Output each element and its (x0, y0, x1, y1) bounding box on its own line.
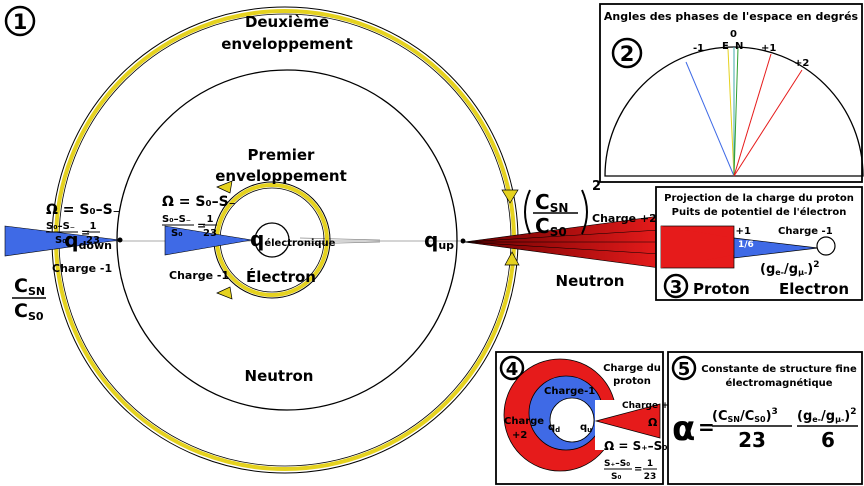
svg-text:Charge +1: Charge +1 (622, 401, 675, 411)
svg-text:CS0: CS0 (535, 214, 567, 239)
svg-text:CSN: CSN (14, 275, 45, 298)
svg-text:Charge -1: Charge -1 (778, 226, 833, 237)
svg-text:E: E (722, 41, 729, 52)
svg-text:=: = (698, 415, 715, 439)
charge-plus1-cone (594, 403, 661, 439)
badge-4: 4 (506, 359, 519, 380)
inner-envelope-label-2: enveloppement (215, 167, 347, 185)
svg-text:(ge-/gμ-)2: (ge-/gμ-)2 (797, 407, 857, 424)
outer-envelope-label-2: enveloppement (221, 35, 353, 53)
charge-minus1-mid: Charge -1 (169, 269, 229, 282)
svg-text:2: 2 (592, 179, 601, 194)
panel-2-title: Angles des phases de l'espace en degrés (604, 10, 859, 23)
half-circle (604, 46, 864, 177)
svg-text:23: 23 (738, 428, 766, 452)
svg-text:-1: -1 (693, 43, 704, 54)
panel-4-proton-charge: 4 Charge du proton Charge +1 Ω Charge-1 … (495, 351, 675, 485)
electron-tail-line (299, 237, 381, 241)
svg-text:=: = (197, 219, 206, 232)
panel-2-angles: 2 Angles des phases de l'espace en degré… (599, 3, 864, 183)
svg-text:N: N (735, 41, 743, 52)
svg-text:électromagnétique: électromagnétique (726, 377, 833, 389)
svg-text:Charge-1: Charge-1 (544, 386, 595, 397)
inner-envelope-label-1: Premier (248, 146, 316, 164)
svg-text:1/6: 1/6 (738, 240, 754, 250)
svg-text:+1: +1 (761, 43, 776, 54)
svg-text:Ω = S₀–S₋: Ω = S₀–S₋ (162, 194, 236, 210)
svg-text:Ω = S₀–S₋: Ω = S₀–S₋ (46, 202, 120, 218)
svg-text:S₀: S₀ (611, 472, 621, 482)
arrow-icon (504, 251, 520, 266)
electron-loop (254, 222, 290, 258)
svg-text:Ω: Ω (648, 416, 658, 429)
proton-label: Proton (693, 280, 750, 298)
badge-5: 5 (678, 359, 691, 380)
arrow-icon (216, 180, 233, 194)
svg-text:+2: +2 (512, 430, 527, 441)
svg-text:qd: qd (548, 422, 560, 434)
neutron-right-label: Neutron (556, 272, 625, 290)
svg-text:Projection de la charge du pro: Projection de la charge du proton (664, 193, 854, 204)
svg-text:Ω = S₊–S₀: Ω = S₊–S₀ (604, 439, 668, 453)
charge-minus1-cone-left (4, 225, 121, 257)
omega-formula-left: Ω = S₀–S₋ S₀–S₋ S₀ = 1 23 (46, 202, 120, 246)
alpha-symbol: α (672, 409, 695, 449)
omega-formula-mid: Ω = S₀–S₋ S₀–S₋ S₀ = 1 23 (162, 194, 236, 239)
charge-minus1-left: Charge -1 (52, 262, 112, 275)
csn-cs0-squared: CSN CS0 2 (524, 179, 601, 239)
svg-text:0: 0 (730, 29, 737, 40)
svg-text:=: = (634, 464, 642, 475)
badge-1: 1 (4, 5, 36, 37)
svg-text:Constante de structure fine: Constante de structure fine (701, 364, 857, 375)
svg-text:S₀: S₀ (55, 235, 67, 246)
electron-label-panel3: Electron (779, 280, 849, 298)
svg-text:S₊–S₀: S₊–S₀ (604, 459, 630, 469)
q-electronic-label: qélectronique (250, 227, 336, 251)
svg-text:1: 1 (647, 459, 653, 469)
svg-text:=: = (81, 226, 90, 239)
svg-text:S₀–S₋: S₀–S₋ (46, 221, 75, 232)
main-diagram: 1 Deuxième (4, 5, 661, 474)
q-down-label: qdown (64, 228, 112, 252)
badge-2: 2 (620, 42, 635, 66)
electron-well-cone (733, 237, 819, 259)
svg-text:Puits de potentiel de l'électr: Puits de potentiel de l'électron (672, 206, 847, 218)
svg-text:23: 23 (86, 235, 100, 246)
csn-cs0-fraction-left: CSN CS0 (12, 275, 46, 323)
svg-text:23: 23 (203, 228, 217, 239)
angle-line (685, 61, 735, 177)
svg-text:CS0: CS0 (14, 300, 44, 323)
electron-label: Électron (246, 267, 316, 286)
svg-text:S₀: S₀ (171, 228, 183, 239)
svg-text:CSN: CSN (535, 190, 568, 215)
arrow-icon (216, 286, 233, 300)
q-up-point (460, 238, 466, 244)
q-up-label: qup (424, 228, 454, 252)
svg-text:proton: proton (613, 376, 651, 387)
svg-text:1: 1 (13, 10, 28, 34)
svg-text:Charge du: Charge du (603, 363, 661, 374)
badge-3: 3 (670, 277, 683, 298)
outer-envelope-label-1: Deuxième (245, 13, 329, 31)
svg-text:23: 23 (644, 472, 657, 482)
svg-text:qu: qu (580, 422, 592, 434)
panel-5-fine-structure: 5 Constante de structure fine électromag… (667, 351, 863, 485)
svg-text:(ge-/gμ-)2: (ge-/gμ-)2 (760, 260, 820, 277)
svg-text:1: 1 (207, 214, 214, 225)
svg-text:(CSN/CS0)3: (CSN/CS0)3 (712, 407, 778, 424)
svg-text:S₀–S₋: S₀–S₋ (162, 214, 191, 225)
charge-minus1-cone-mid (164, 225, 253, 256)
charge-plus2-label: Charge +2 (592, 212, 657, 225)
svg-text:Charge: Charge (504, 416, 544, 427)
panel-3-projection: Projection de la charge du proton Puits … (655, 186, 863, 301)
arrow-icon (501, 189, 519, 204)
svg-text:1: 1 (90, 221, 97, 232)
q-down-point (117, 237, 123, 243)
svg-text:+2: +2 (794, 58, 809, 69)
neutron-inner-label: Neutron (245, 367, 314, 385)
svg-text:6: 6 (821, 428, 835, 452)
